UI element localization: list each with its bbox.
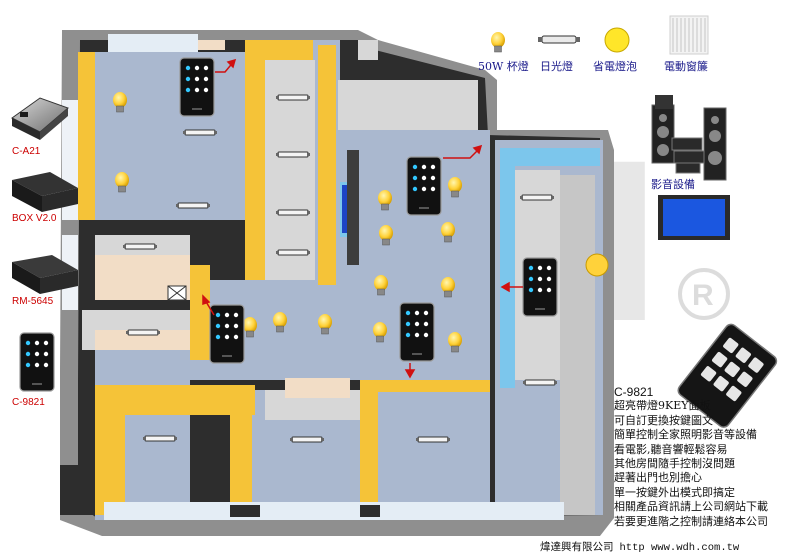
panel-icon bbox=[399, 302, 435, 362]
fluorescent-icon bbox=[519, 194, 555, 201]
fluorescent-icon bbox=[175, 202, 211, 209]
energy-bulb-icon bbox=[604, 27, 630, 53]
footer: 煒達興有限公司 http www.wdh.com.tw bbox=[540, 539, 739, 554]
tv-screen-icon bbox=[658, 195, 730, 240]
fluorescent-icon bbox=[538, 35, 580, 44]
device-box-v2 bbox=[12, 172, 78, 212]
description-line: 若要更進階之控制請連絡本公司 bbox=[614, 514, 768, 528]
device-label-box-v2: BOX V2.0 bbox=[12, 213, 57, 224]
remote-panel-icon bbox=[677, 323, 778, 428]
description-line: 看電影,聽音響輕鬆容易 bbox=[614, 442, 728, 456]
product-description: C-9821 超亮帶燈9KEY面板 可自訂更換按鍵圖文 簡單控制全家照明影音等設… bbox=[614, 385, 768, 529]
panel-icon bbox=[406, 156, 442, 216]
fluorescent-icon bbox=[275, 94, 311, 101]
fluorescent-icon bbox=[275, 151, 311, 158]
av-equipment-label: 影音設備 bbox=[651, 178, 695, 191]
fluorescent-icon bbox=[275, 209, 311, 216]
company-url[interactable]: http www.wdh.com.tw bbox=[619, 542, 740, 554]
panel-icon bbox=[522, 257, 558, 317]
panel-icon bbox=[209, 304, 245, 364]
description-line: 其他房間隨手控制沒問題 bbox=[614, 457, 735, 471]
panel-icon bbox=[19, 332, 55, 392]
legend-cup-lamp-label: 50W 杯燈 bbox=[478, 60, 529, 73]
description-line: 超亮帶燈9KEY面板 bbox=[614, 399, 711, 413]
fluorescent-icon bbox=[415, 436, 451, 443]
product-model: C-9821 bbox=[614, 385, 654, 399]
legend-energy-bulb-label: 省電燈泡 bbox=[593, 60, 637, 73]
fluorescent-icon bbox=[182, 129, 218, 136]
fluorescent-icon bbox=[522, 379, 558, 386]
fluorescent-icon bbox=[289, 436, 325, 443]
floor-plan bbox=[60, 30, 614, 536]
legend bbox=[490, 15, 709, 55]
description-line: 趕著出門也別擔心 bbox=[614, 471, 702, 485]
cup-lamp-icon bbox=[490, 31, 506, 53]
device-label-rm-5645: RM-5645 bbox=[12, 296, 54, 307]
fluorescent-icon bbox=[125, 329, 161, 336]
panel-icon bbox=[179, 57, 215, 117]
device-c-a21 bbox=[11, 97, 69, 140]
device-rm-5645 bbox=[12, 255, 78, 294]
description-line: 單一按鍵外出模式即搞定 bbox=[614, 485, 735, 499]
description-line: 可自訂更換按鍵圖文 bbox=[614, 413, 713, 427]
description-line: 相關產品資訊請上公司網站下載 bbox=[614, 500, 768, 514]
description-line: 簡單控制全家照明影音等設備 bbox=[614, 428, 757, 442]
fluorescent-icon bbox=[275, 249, 311, 256]
motor-curtain-icon bbox=[669, 15, 709, 55]
device-label-c-a21: C-A21 bbox=[12, 146, 41, 157]
legend-motor-curtain-label: 電動窗簾 bbox=[664, 60, 708, 73]
svg-text:R: R bbox=[692, 279, 714, 312]
device-label-c-9821: C-9821 bbox=[12, 397, 45, 408]
device-c-9821 bbox=[19, 332, 55, 392]
fluorescent-icon bbox=[142, 435, 178, 442]
fluorescent-icon bbox=[122, 243, 158, 250]
registered-mark-icon: R bbox=[678, 268, 730, 320]
legend-fluorescent-label: 日光燈 bbox=[540, 60, 573, 73]
energy-bulb-icon bbox=[585, 253, 609, 277]
signal-arrows bbox=[202, 58, 523, 379]
company-name: 煒達興有限公司 bbox=[540, 541, 614, 553]
av-equipment bbox=[651, 95, 727, 181]
